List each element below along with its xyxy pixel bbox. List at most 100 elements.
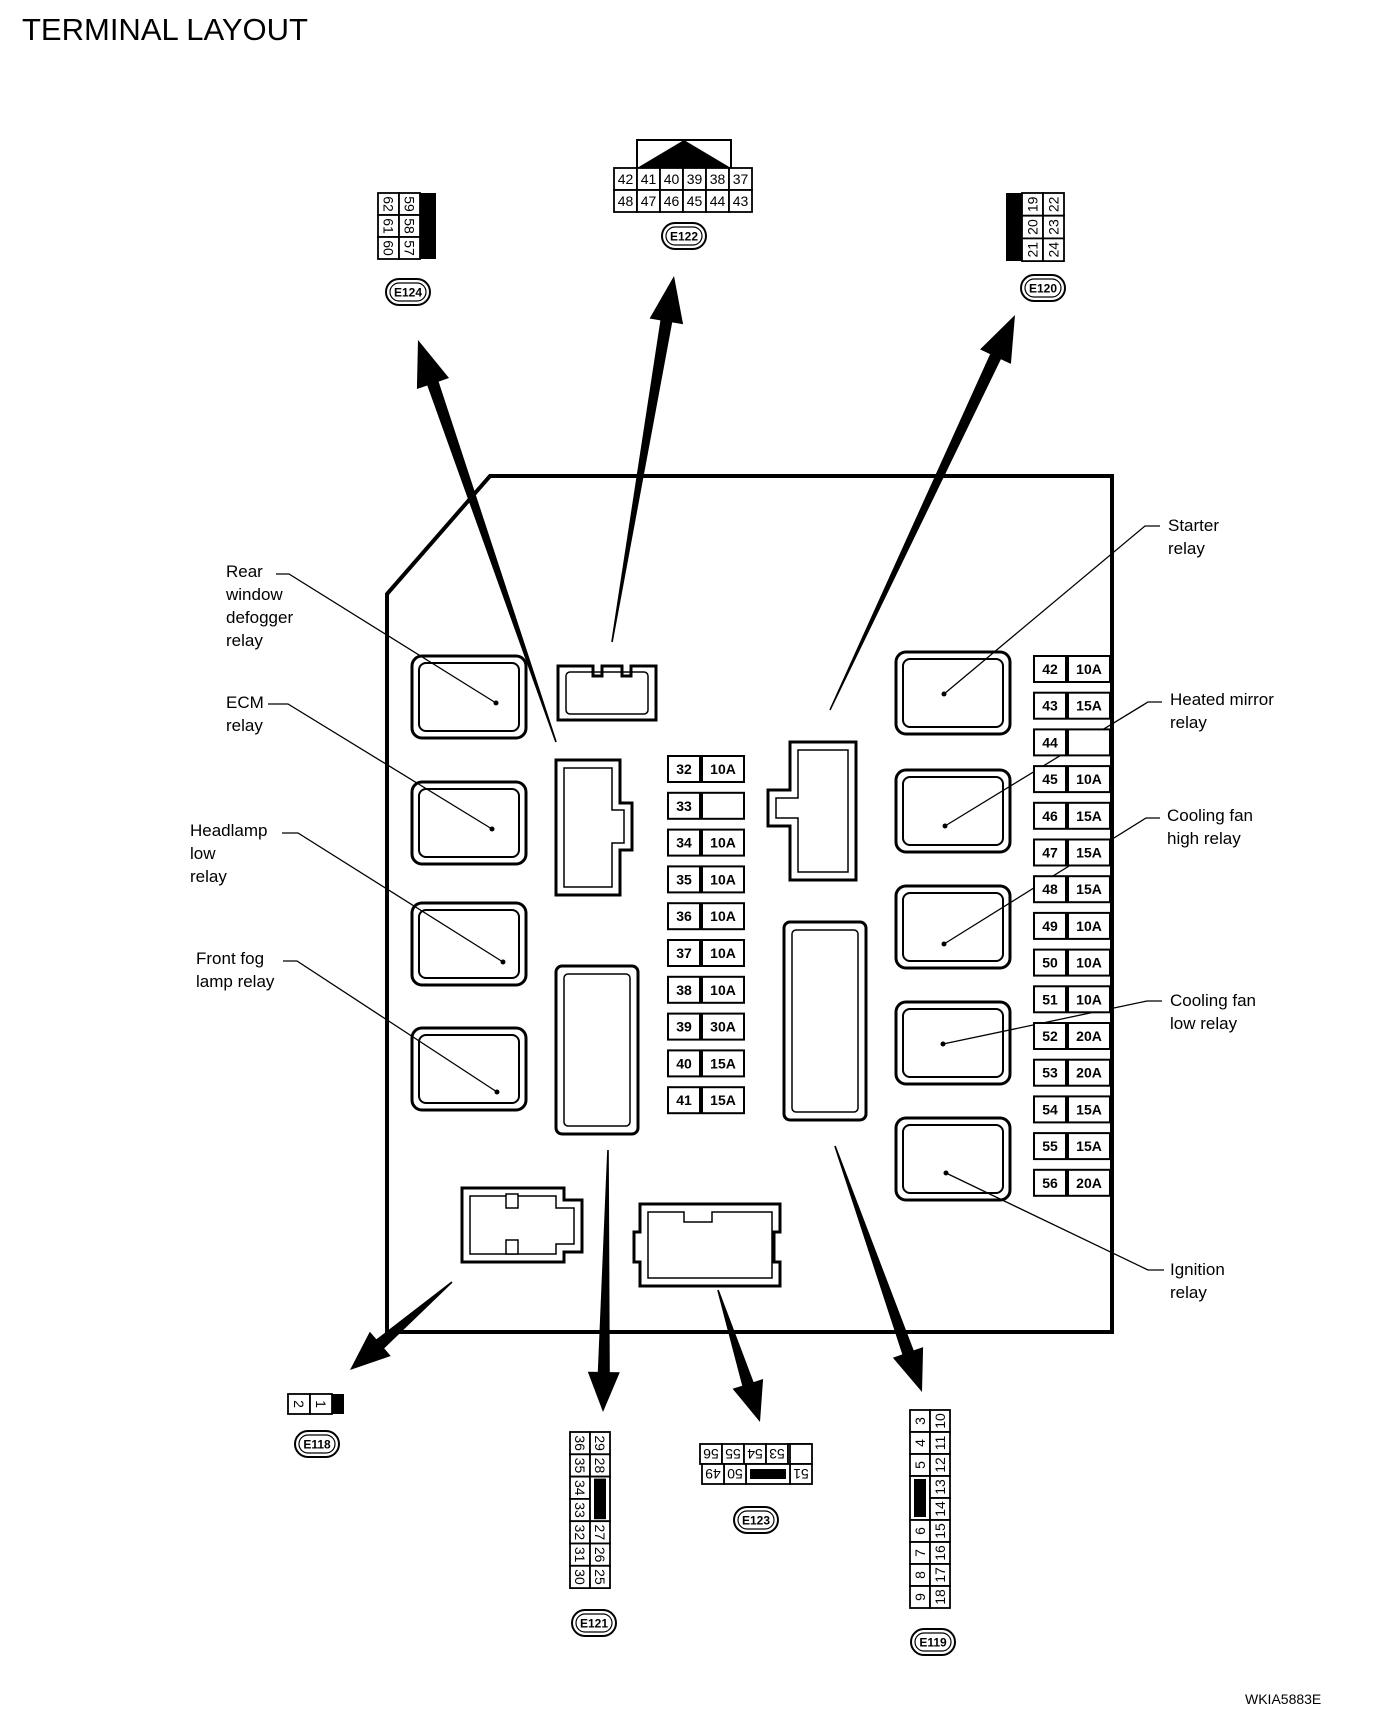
- connector-badge-outer: [294, 1430, 340, 1458]
- e123-key: [750, 1469, 786, 1479]
- socket-e121-inner: [563, 973, 631, 1127]
- fuse-number-cell: [667, 939, 701, 967]
- relay-label-line: Cooling fan: [1167, 806, 1253, 825]
- terminal-number: 31: [572, 1547, 588, 1563]
- terminal-number: 38: [710, 171, 726, 187]
- terminal-number: 47: [641, 193, 657, 209]
- socket-e124: [554, 758, 634, 897]
- terminal-number: 16: [932, 1545, 948, 1561]
- terminal-number: 12: [932, 1457, 948, 1473]
- fuse-number: 45: [1042, 771, 1058, 787]
- fuse-rating-cell: [701, 1086, 745, 1115]
- relay-socket: [410, 1026, 528, 1112]
- connector-badge-inner: [298, 1434, 336, 1454]
- fuse-right-43: 43 15A: [1033, 691, 1111, 720]
- fuse-rating-cell: [1067, 1022, 1111, 1050]
- relay-label-line: Ignition: [1170, 1260, 1225, 1279]
- connector-badge-outer: [385, 278, 431, 306]
- connector-badge-outer: [733, 1506, 779, 1534]
- fuse-rating-cell: [1067, 1095, 1111, 1124]
- relay-socket-inner: [902, 776, 1004, 846]
- terminal-number: 49: [705, 1466, 721, 1482]
- relay-socket: [410, 780, 528, 866]
- relay-label-line: high relay: [1167, 829, 1241, 848]
- terminal-number: 39: [687, 171, 703, 187]
- fuse-rating-cell: [1067, 765, 1111, 794]
- terminal-number: 3: [912, 1417, 928, 1425]
- relay-socket-inner: [418, 662, 520, 732]
- relay-leader-line: [943, 525, 1160, 695]
- terminal-number: 5: [912, 1461, 928, 1469]
- terminal-number: 26: [592, 1547, 608, 1563]
- terminal-cell: [1042, 237, 1065, 262]
- terminal-cell: [701, 1463, 725, 1485]
- connector-badge-outer: [661, 222, 707, 250]
- terminal-number: 37: [733, 171, 749, 187]
- terminal-number: 13: [932, 1479, 948, 1495]
- socket-e118-inner: [469, 1195, 575, 1255]
- connector-e124: E124: [385, 278, 431, 306]
- fuse-rating: 15A: [710, 1092, 736, 1108]
- relay-leader-line: [283, 960, 498, 1093]
- relay-socket-inner: [418, 1034, 520, 1104]
- socket-e119: [782, 920, 868, 1122]
- terminal-number: 27: [592, 1525, 608, 1541]
- fuse-rating: 10A: [710, 761, 736, 777]
- fuse-rating-cell: [701, 1012, 745, 1041]
- relay-label-line: defogger: [226, 608, 293, 627]
- fuse-number: 33: [676, 798, 692, 814]
- relay-label-line: Front fog: [196, 949, 264, 968]
- static-artwork: [350, 276, 1114, 1422]
- fuse-number-cell: [667, 1086, 701, 1115]
- relay-socket-inner: [902, 1008, 1004, 1078]
- fuse-rating-cell: [701, 865, 745, 894]
- terminal-number: 36: [572, 1435, 588, 1451]
- terminal-number: 54: [747, 1446, 763, 1462]
- connector-label: E122: [670, 230, 698, 244]
- fuse-number-cell: [1033, 1022, 1067, 1050]
- connector-label: E123: [742, 1514, 770, 1528]
- fuse-number: 40: [676, 1055, 692, 1071]
- fuse-rating: 10A: [1076, 661, 1102, 677]
- terminal-number: 61: [381, 218, 397, 234]
- relay-socket: [894, 884, 1012, 970]
- socket-e118-latch: [505, 1193, 519, 1209]
- fuse-rating: 15A: [1076, 698, 1102, 714]
- arrow-to-e119: [834, 1145, 924, 1392]
- connector-label: E119: [919, 1636, 947, 1650]
- fuse-rating: 20A: [1076, 1065, 1102, 1081]
- connector-e119: E119: [910, 1628, 956, 1656]
- terminal-number: 35: [572, 1458, 588, 1474]
- fuse-number: 43: [1042, 698, 1058, 714]
- fuse-number: 48: [1042, 881, 1058, 897]
- fuse-number-cell: [1033, 691, 1067, 720]
- terminal-number: 15: [932, 1523, 948, 1539]
- fuse-rating-cell: [1067, 1132, 1111, 1161]
- fuse-number-cell: [1033, 765, 1067, 794]
- e118-key: [332, 1394, 344, 1414]
- fuse-rating-cell: [701, 975, 745, 1004]
- fuse-number: 41: [676, 1092, 692, 1108]
- socket-e119-inner: [791, 929, 859, 1113]
- fuse-rating-cell: [1067, 691, 1111, 720]
- relay-label-line: low relay: [1170, 1014, 1238, 1033]
- terminal-number: 22: [1046, 196, 1062, 212]
- fuse-number: 53: [1042, 1065, 1058, 1081]
